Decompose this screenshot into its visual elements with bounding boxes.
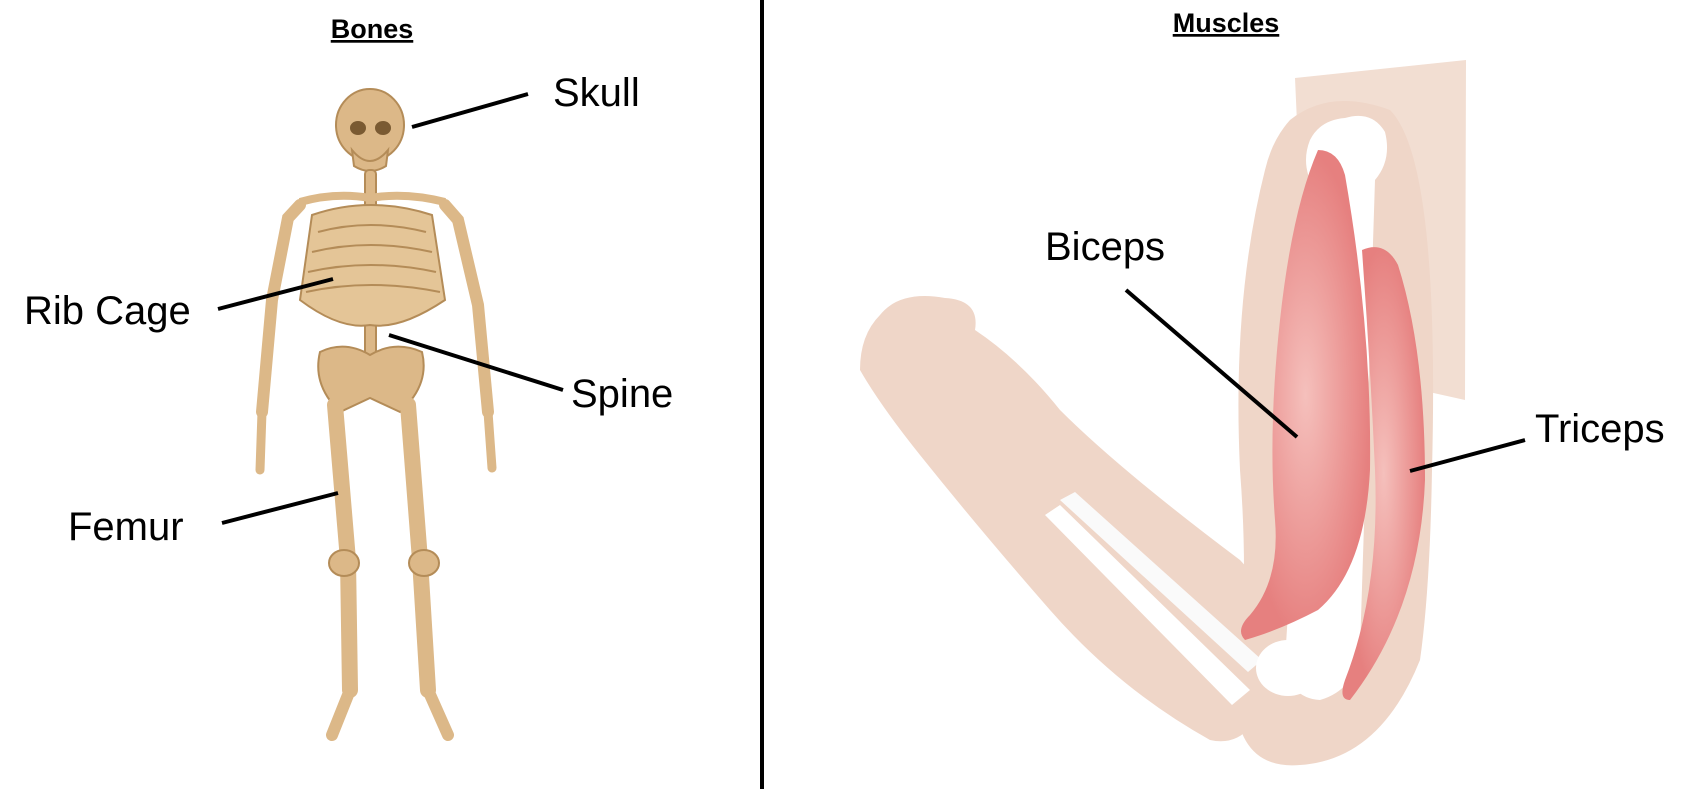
muscles-title: Muscles — [1173, 8, 1280, 38]
triceps-label: Triceps — [1535, 407, 1665, 451]
arm-muscle-illustration — [860, 60, 1466, 765]
bones-panel: Bones — [24, 14, 673, 735]
femur-label: Femur — [68, 505, 184, 549]
bones-title: Bones — [331, 14, 414, 44]
skeleton-illustration — [260, 89, 492, 735]
biceps-label: Biceps — [1045, 225, 1165, 269]
skull-leader-line — [412, 94, 528, 127]
rib-cage-label: Rib Cage — [24, 289, 191, 333]
spine-label: Spine — [571, 372, 673, 416]
skull-label: Skull — [553, 71, 640, 115]
muscles-panel: Muscles Biceps Triceps — [860, 8, 1665, 765]
femur-leader-line — [222, 493, 338, 523]
